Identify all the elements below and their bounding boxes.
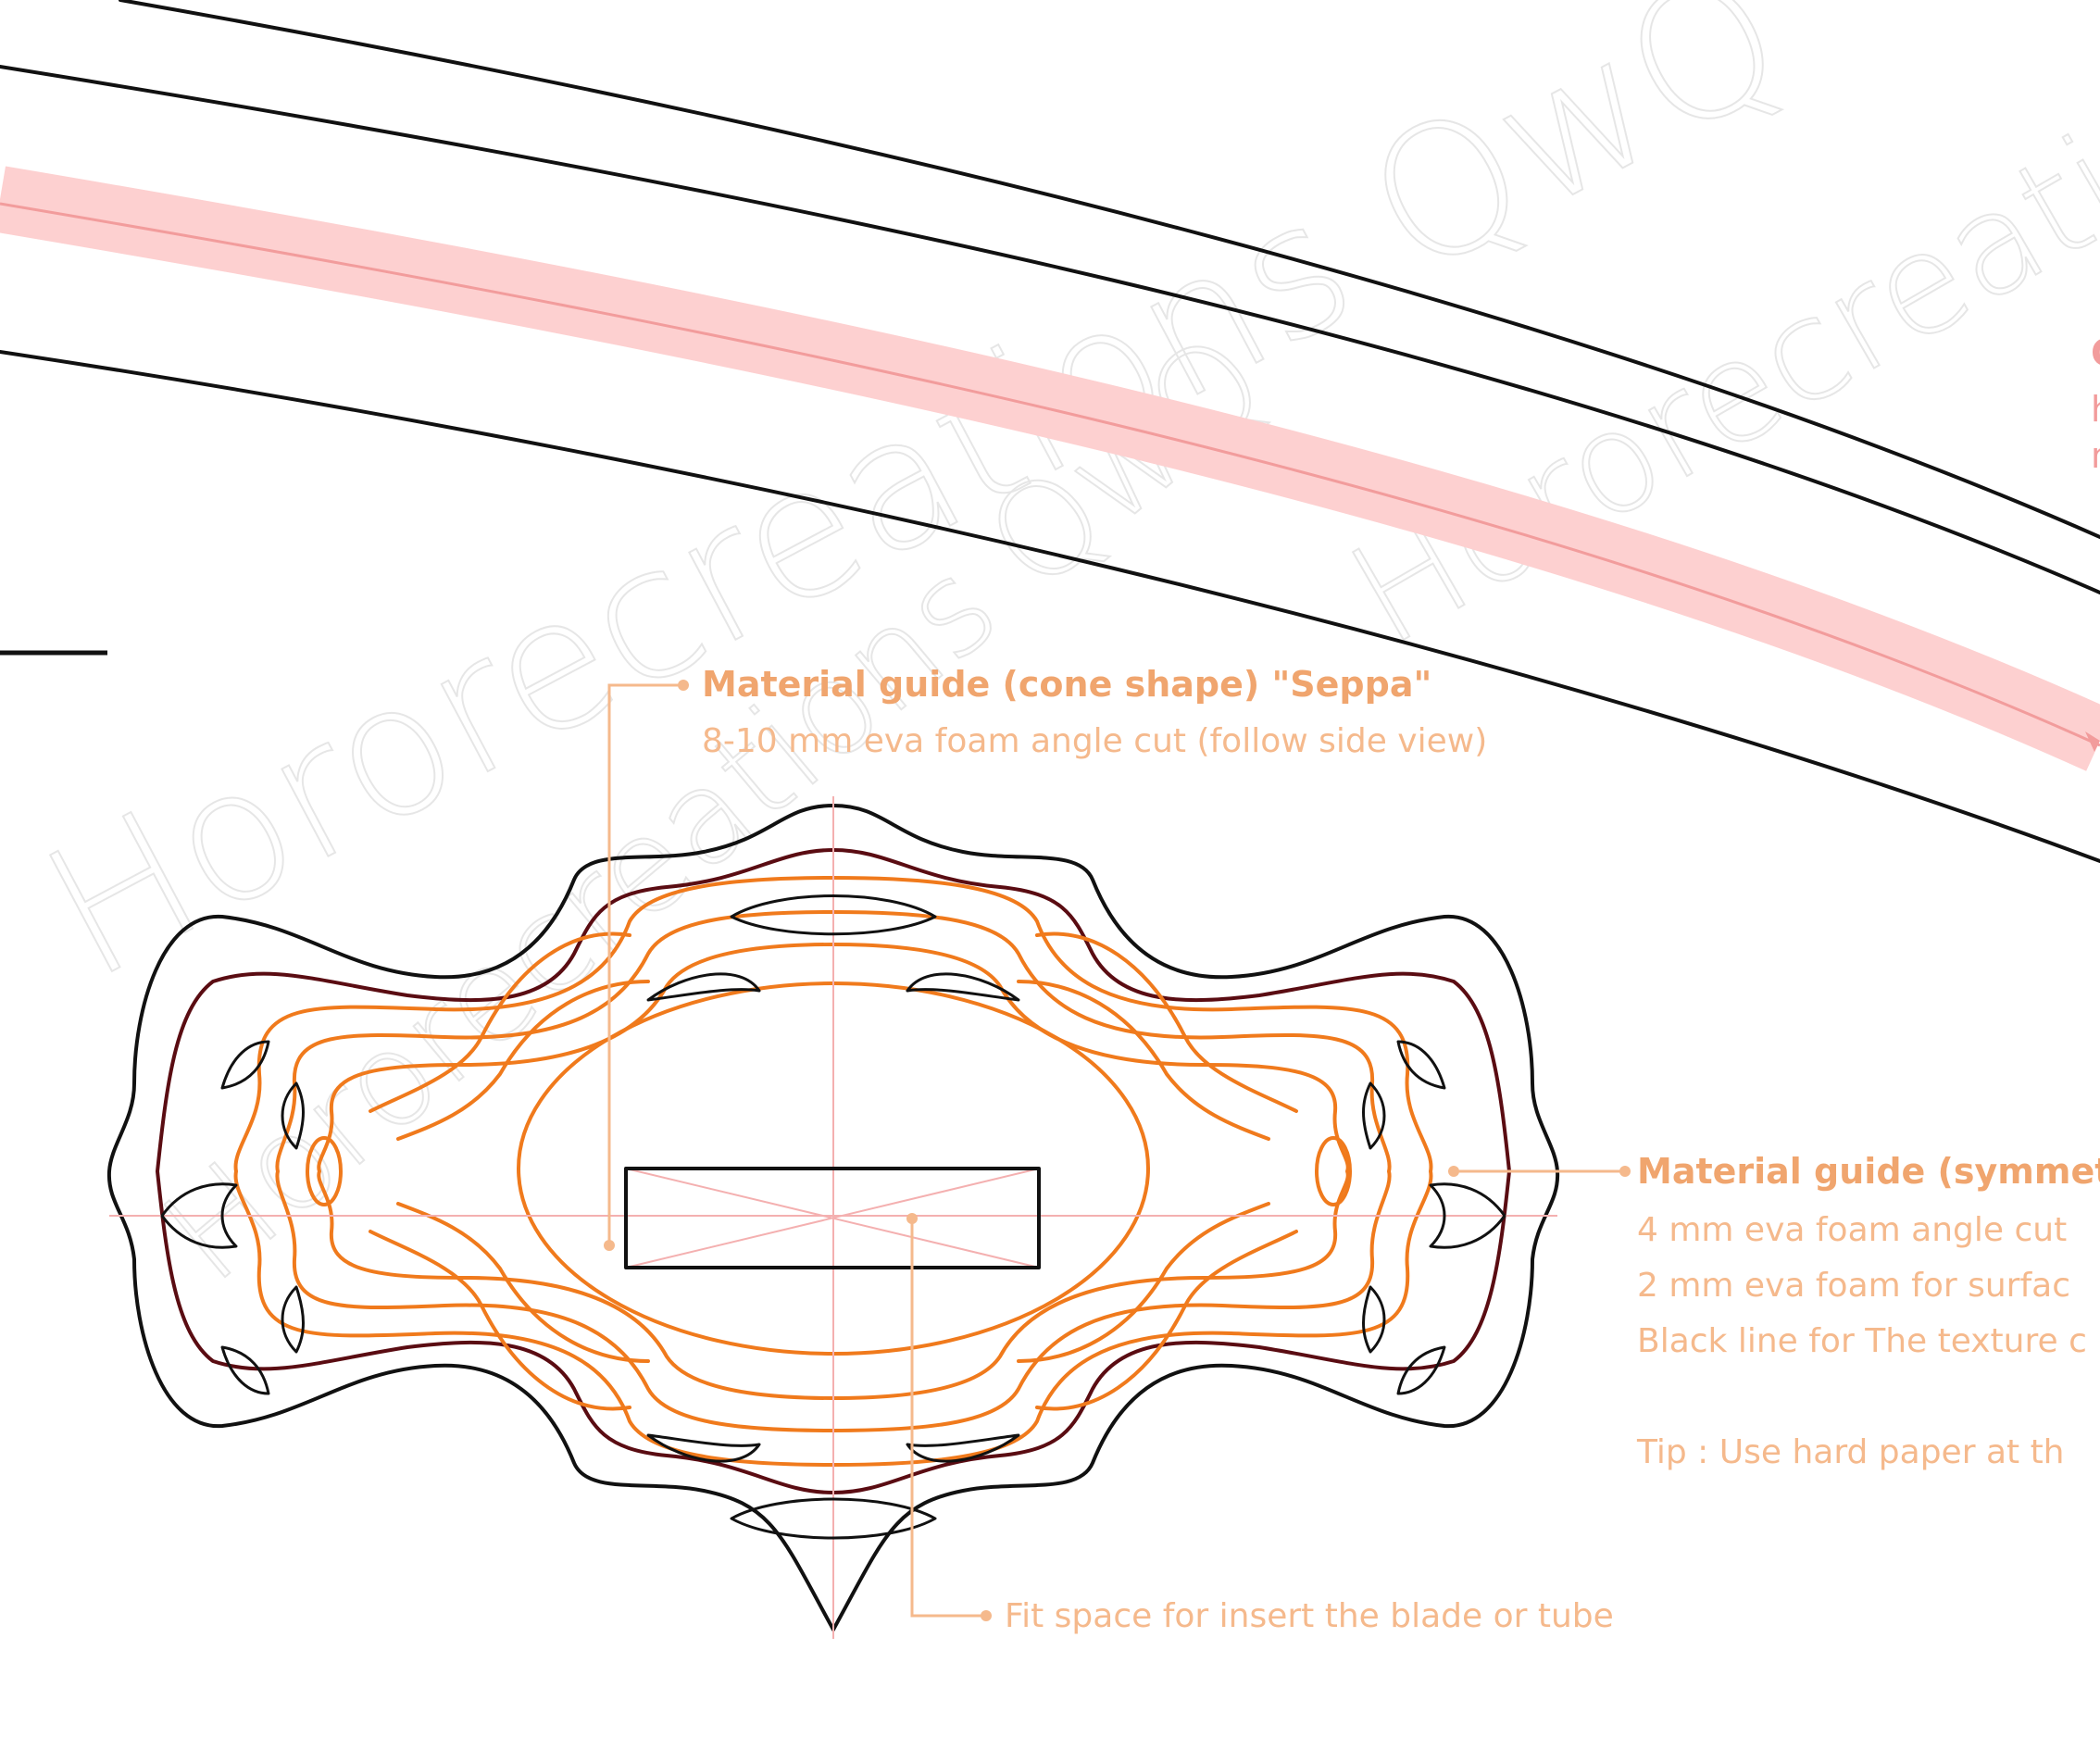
leader-seppa — [607, 683, 683, 1245]
edge-label-3: n — [2091, 435, 2100, 476]
symmetric-line-1: 4 mm eva foam angle cut — [1637, 1211, 2067, 1249]
tsuba-wave-left-1 — [369, 931, 631, 1113]
tsuba-top-swirl-right — [906, 972, 1020, 1002]
leader-fit-space — [910, 1219, 986, 1618]
leader-symmetric-dot-end — [1619, 1166, 1631, 1177]
tsuba-wave-left-2 — [396, 980, 650, 1141]
blade-edge-line-3 — [0, 350, 2100, 863]
blade-pink-centerline — [0, 202, 2100, 747]
tsuba-left-crescent-top — [281, 1081, 305, 1150]
tsuba-right-teardrop — [1429, 1182, 1506, 1249]
tsuba-wave-left-3 — [369, 1230, 631, 1411]
tsuba-bud-left — [306, 1136, 343, 1206]
tsuba-right-leaf-top — [1396, 1040, 1446, 1090]
tsuba-left-leaf-top — [220, 1040, 270, 1090]
tsuba-wave-right-3 — [1035, 1230, 1298, 1411]
seppa-title: Material guide (cone shape) "Seppa" — [702, 664, 1431, 705]
symmetric-line-3: Black line for The texture c — [1637, 1322, 2087, 1360]
tsuba-right-crescent-top — [1362, 1081, 1386, 1150]
edge-label-2: h — [2091, 389, 2100, 430]
seppa-body: 8-10 mm eva foam angle cut (follow side … — [702, 722, 1487, 760]
tsuba-left-leaf-bottom — [220, 1345, 270, 1395]
annotation-labels: Material guide (cone shape) "Seppa" 8-10… — [702, 664, 2100, 1635]
blade-edge-line-1 — [119, 0, 2100, 539]
leader-seppa-dot-end — [604, 1240, 615, 1251]
leader-fit-space-dot-end — [981, 1610, 992, 1621]
tsuba-right-leaf-bottom — [1396, 1345, 1446, 1395]
blade-pink-band — [0, 166, 2100, 771]
tsuba-pattern — [106, 796, 1560, 1639]
guide-diagonal-2 — [625, 1168, 1040, 1269]
tsuba-bottom-swirl-left — [646, 1433, 761, 1463]
tsuba-wave-right-1 — [1035, 931, 1298, 1113]
leader-lines — [604, 680, 1631, 1621]
leader-symmetric-dot-start — [1448, 1166, 1459, 1177]
symmetric-tip: Tip : Use hard paper at th — [1636, 1433, 2065, 1471]
tsuba-bottom-eye — [730, 1497, 937, 1540]
symmetric-line-2: 2 mm eva foam for surfac — [1637, 1267, 2070, 1305]
edge-label-1: C — [2091, 332, 2100, 375]
tsuba-top-swirl-left — [646, 972, 761, 1002]
fit-space-label: Fit space for insert the blade or tube — [1005, 1597, 1614, 1635]
blade-edge-line-2 — [0, 65, 2100, 594]
blade-slot — [624, 1167, 1041, 1269]
tsuba-bottom-swirl-right — [906, 1433, 1020, 1463]
symmetric-title: Material guide (symmetr — [1637, 1151, 2100, 1192]
tsuba-bud-right — [1315, 1136, 1352, 1206]
leader-fit-space-dot-start — [906, 1213, 918, 1224]
blade-outline — [0, 0, 2100, 863]
tsuba-right-crescent-bottom — [1362, 1285, 1386, 1354]
tsuba-wave-right-4 — [1017, 1202, 1270, 1363]
band-end-marker — [2085, 731, 2100, 752]
tsuba-top-eye — [730, 894, 937, 936]
leader-seppa-dot-start — [678, 680, 689, 691]
tsuba-wave-right-2 — [1017, 980, 1270, 1141]
tsuba-left-teardrop — [160, 1182, 238, 1249]
tsuba-wave-left-4 — [396, 1202, 650, 1363]
tsuba-left-crescent-bottom — [281, 1285, 305, 1354]
